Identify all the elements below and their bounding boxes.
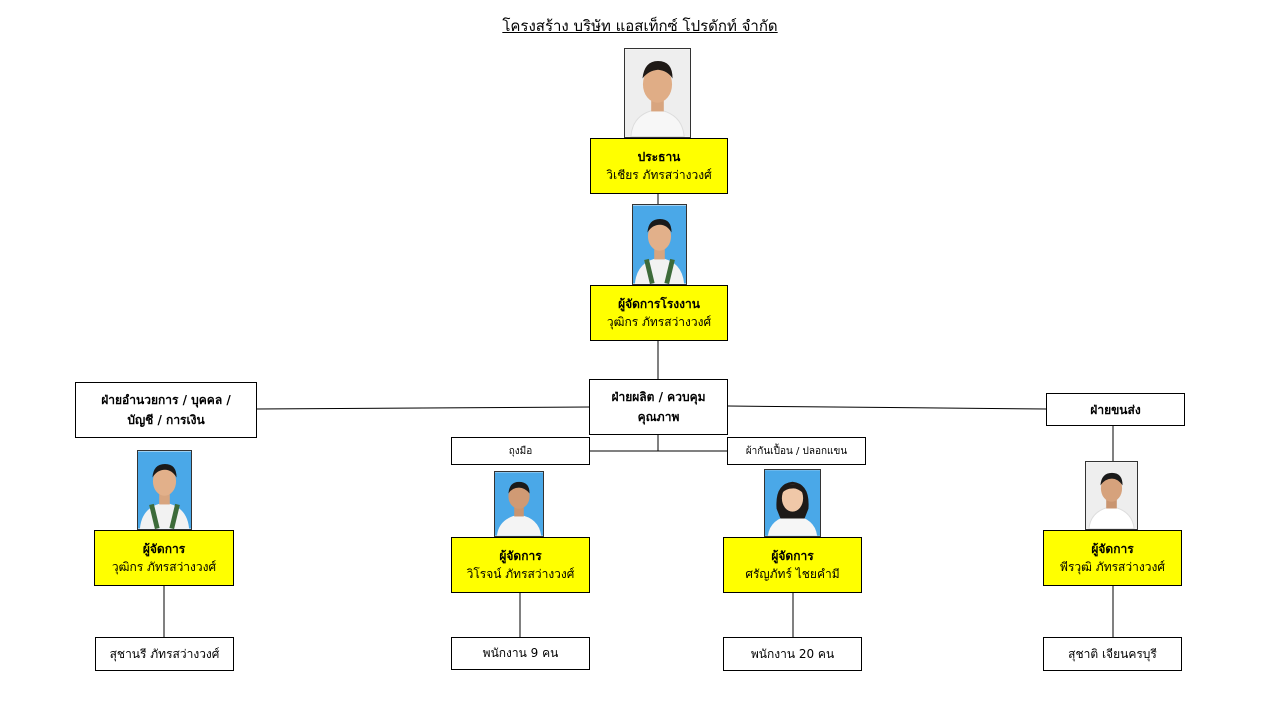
transport-dept-label: ฝ่ายขนส่ง	[1090, 400, 1140, 420]
connector-line	[728, 406, 1047, 409]
admin-dept-line1: ฝ่ายอำนวยการ / บุคคล /	[101, 390, 231, 410]
president-box: ประธาน วิเชียร ภัทรสว่างวงศ์	[590, 138, 728, 194]
transport-manager-role: ผู้จัดการ	[1091, 540, 1133, 558]
gloves-unit-box: ถุงมือ	[451, 437, 590, 465]
aprons-manager-box: ผู้จัดการ ศรัญภัทร์ ไชยคำมี	[723, 537, 862, 593]
admin-manager-name: วุฒิกร ภัทรสว่างวงศ์	[112, 558, 216, 576]
admin-manager-box: ผู้จัดการ วุฒิกร ภัทรสว่างวงศ์	[94, 530, 234, 586]
person-photo-icon	[138, 451, 191, 529]
president-name: วิเชียร ภัทรสว่างวงศ์	[606, 166, 711, 184]
person-photo-icon	[495, 472, 543, 536]
president-photo	[624, 48, 691, 138]
connector-line	[256, 407, 590, 409]
gloves-unit-label: ถุงมือ	[509, 444, 533, 459]
admin-dept-line2: บัญชี / การเงิน	[127, 410, 204, 430]
transport-manager-box: ผู้จัดการ พีรวุฒิ ภัทรสว่างวงศ์	[1043, 530, 1182, 586]
transport-staff-box: สุชาติ เจียนครบุรี	[1043, 637, 1182, 671]
gloves-manager-role: ผู้จัดการ	[499, 547, 541, 565]
person-photo-icon	[625, 49, 690, 137]
admin-dept-box: ฝ่ายอำนวยการ / บุคคล / บัญชี / การเงิน	[75, 382, 257, 438]
transport-manager-photo	[1085, 461, 1138, 530]
aprons-manager-role: ผู้จัดการ	[771, 547, 813, 565]
aprons-unit-box: ผ้ากันเปื้อน / ปลอกแขน	[727, 437, 866, 465]
admin-manager-photo	[137, 450, 192, 530]
aprons-staff-label: พนักงาน 20 คน	[751, 645, 834, 664]
admin-staff-label: สุชานรี ภัทรสว่างวงศ์	[110, 645, 220, 664]
gloves-manager-photo	[494, 471, 544, 537]
plant-manager-role: ผู้จัดการโรงงาน	[618, 295, 700, 313]
production-dept-line1: ฝ่ายผลิต / ควบคุม	[611, 387, 705, 407]
gloves-manager-box: ผู้จัดการ วิโรจน์ ภัทรสว่างวงศ์	[451, 537, 590, 593]
production-dept-box: ฝ่ายผลิต / ควบคุม คุณภาพ	[589, 379, 728, 435]
gloves-manager-name: วิโรจน์ ภัทรสว่างวงศ์	[467, 565, 575, 583]
admin-staff-box: สุชานรี ภัทรสว่างวงศ์	[95, 637, 234, 671]
transport-manager-name: พีรวุฒิ ภัทรสว่างวงศ์	[1060, 558, 1165, 576]
plant-manager-box: ผู้จัดการโรงงาน วุฒิกร ภัทรสว่างวงศ์	[590, 285, 728, 341]
admin-manager-role: ผู้จัดการ	[143, 540, 185, 558]
aprons-manager-photo	[764, 469, 821, 537]
production-dept-line2: คุณภาพ	[638, 407, 680, 427]
transport-dept-box: ฝ่ายขนส่ง	[1046, 393, 1185, 426]
transport-staff-label: สุชาติ เจียนครบุรี	[1068, 645, 1157, 664]
president-role: ประธาน	[638, 148, 681, 166]
aprons-manager-name: ศรัญภัทร์ ไชยคำมี	[745, 565, 839, 583]
plant-manager-photo	[632, 204, 687, 285]
person-photo-icon	[633, 205, 686, 284]
gloves-staff-box: พนักงาน 9 คน	[451, 637, 590, 670]
person-photo-icon	[1086, 462, 1137, 529]
aprons-unit-label: ผ้ากันเปื้อน / ปลอกแขน	[746, 444, 847, 459]
person-photo-icon	[765, 470, 820, 536]
gloves-staff-label: พนักงาน 9 คน	[483, 644, 559, 663]
aprons-staff-box: พนักงาน 20 คน	[723, 637, 862, 671]
plant-manager-name: วุฒิกร ภัทรสว่างวงศ์	[607, 313, 711, 331]
